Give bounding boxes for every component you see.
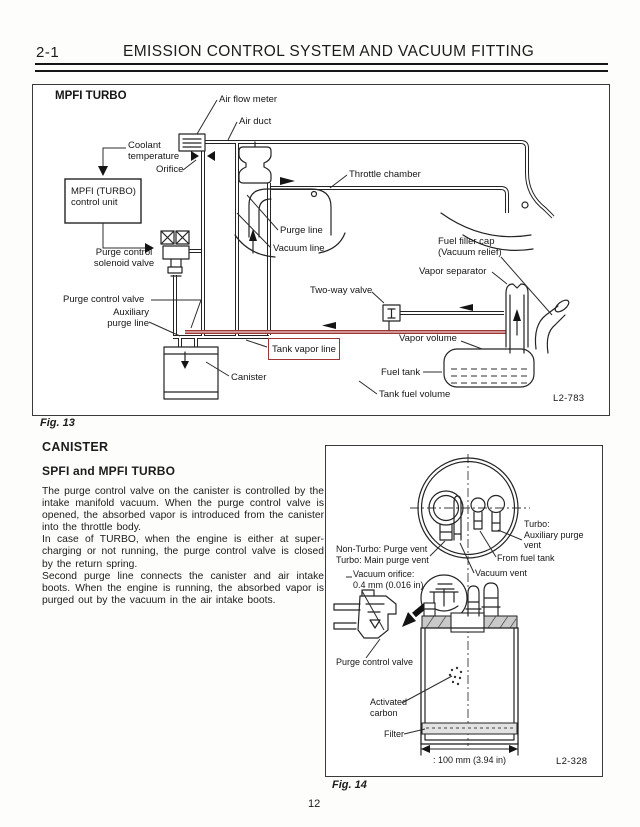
vapor-separator-shape xyxy=(505,283,529,354)
label-dimension: : 100 mm (3.94 in) xyxy=(432,755,507,765)
air-intake-boot-shape xyxy=(440,201,534,251)
label-tank-fuel-volume: Tank fuel volume xyxy=(379,389,451,400)
label-filter: Filter xyxy=(384,729,404,739)
label-purge-control-solenoid-valve: Purge control solenoid valve xyxy=(93,247,155,269)
canister-shape xyxy=(163,346,219,400)
label-throttle-chamber: Throttle chamber xyxy=(349,169,421,180)
page-title: EMISSION CONTROL SYSTEM AND VACUUM FITTI… xyxy=(123,43,535,60)
label-vacuum-line: Vacuum line xyxy=(273,243,325,254)
label-turbo-aux-purge-vent: Turbo: Auxiliary purge vent xyxy=(524,519,584,550)
fig14-ref-code: L2-328 xyxy=(556,756,588,767)
fig13-pipes xyxy=(173,140,555,347)
label-coolant-temperature: Coolant temperature xyxy=(128,140,180,162)
filler-neck-shape xyxy=(534,299,570,354)
body-text-column: CANISTER SPFI and MPFI TURBO The purge c… xyxy=(42,440,324,607)
tank-vapor-line-callout: Tank vapor line xyxy=(268,338,340,360)
label-vacuum-vent: Vacuum vent xyxy=(475,568,527,578)
fig13-heading: MPFI TURBO xyxy=(55,90,127,102)
header-rule xyxy=(35,63,608,72)
coolant-temp-arrow xyxy=(98,147,126,176)
figure-13: MPFI TURBO Air flow meter Air duct Coola… xyxy=(32,84,610,416)
label-purge-line: Purge line xyxy=(280,225,323,236)
paragraph-1: The purge control valve on the canister … xyxy=(42,486,324,534)
paragraph-2: In case of TURBO, when the engine is eit… xyxy=(42,534,324,570)
canister-front-view xyxy=(420,582,519,745)
section-number: 2-1 xyxy=(36,44,60,61)
label-vapor-separator: Vapor separator xyxy=(419,266,487,277)
fig13-leaders xyxy=(148,99,553,395)
label-vacuum-orifice: Vacuum orifice: 0.4 mm (0.016 in) xyxy=(353,569,424,590)
control-unit-arrow xyxy=(102,223,154,253)
section-heading: CANISTER xyxy=(42,440,109,454)
fig13-ref-code: L2-783 xyxy=(553,393,585,404)
label-vapor-volume: Vapor volume xyxy=(399,333,457,344)
orifice-symbol xyxy=(191,151,215,161)
label-air-duct: Air duct xyxy=(239,116,272,127)
label-orifice: Orifice xyxy=(156,164,184,175)
fig13-line-art xyxy=(64,99,570,400)
label-from-fuel-tank: From fuel tank xyxy=(497,553,555,563)
label-canister: Canister xyxy=(231,372,267,383)
activated-carbon-dots xyxy=(448,666,463,686)
fig14-caption: Fig. 14 xyxy=(332,779,367,791)
canister-top-view xyxy=(417,457,519,559)
label-tank-vapor-line: Tank vapor line xyxy=(272,343,336,355)
label-purge-control-valve: Purge control valve xyxy=(63,294,145,305)
label-control-unit: MPFI (TURBO) control unit xyxy=(71,186,136,208)
label-fuel-filler-cap: Fuel filler cap (Vacuum relief) xyxy=(438,236,502,258)
section-subheading: SPFI and MPFI TURBO xyxy=(42,464,176,478)
label-purge-control-valve-14: Purge control valve xyxy=(336,657,414,667)
air-duct-connector-shape xyxy=(238,141,272,184)
fuel-tank-shape xyxy=(443,348,535,388)
fig14-line-art xyxy=(333,454,530,756)
label-air-flow-meter: Air flow meter xyxy=(219,94,278,105)
label-fuel-tank: Fuel tank xyxy=(381,367,421,378)
air-flow-meter-shape xyxy=(178,133,206,152)
page-number: 12 xyxy=(308,798,321,810)
label-auxiliary-purge-line: Auxiliary purge line xyxy=(107,307,149,329)
flow-arrows xyxy=(249,177,473,329)
label-two-way-valve: Two-way valve xyxy=(310,285,373,296)
purge-control-valve-shape xyxy=(333,589,397,639)
fig14-leaders xyxy=(346,529,523,735)
solenoid-valve-shape xyxy=(160,230,190,277)
label-non-turbo-purge-vent: Non-Turbo: Purge vent Turbo: Main purge … xyxy=(336,544,429,565)
figure-14: Non-Turbo: Purge vent Turbo: Main purge … xyxy=(325,445,603,777)
fig13-caption: Fig. 13 xyxy=(40,417,75,429)
paragraph-3: Second purge line connects the canister … xyxy=(42,570,324,606)
dimension-arrow xyxy=(420,742,519,756)
label-activated-carbon: Activated carbon xyxy=(370,697,408,718)
two-way-valve-shape xyxy=(382,304,401,331)
